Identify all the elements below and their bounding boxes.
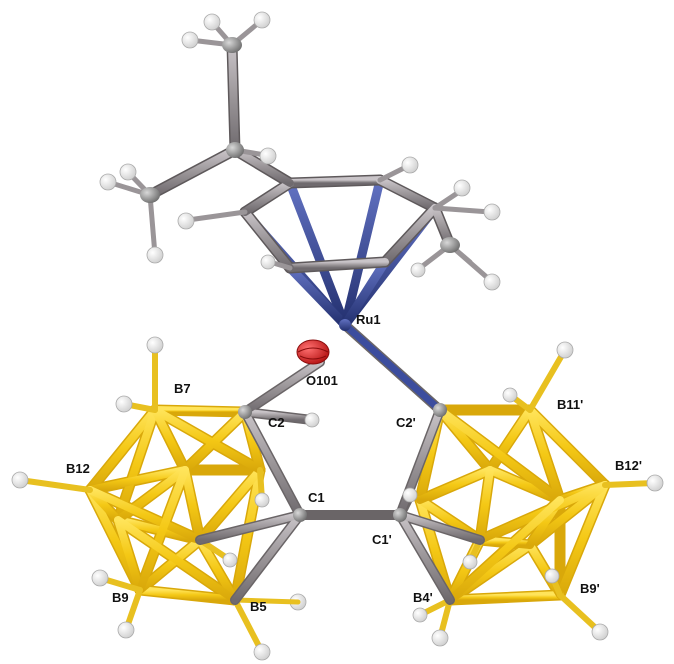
p-cymene-ligand [99, 11, 501, 291]
label-c1-prime: C1' [372, 532, 392, 547]
right-carborane-cage [412, 341, 664, 647]
label-c2: C2 [268, 415, 285, 430]
left-carborane-cage [11, 336, 307, 661]
label-b4-prime: B4' [413, 590, 433, 605]
label-b9: B9 [112, 590, 129, 605]
metal-center [296, 319, 351, 365]
oxygen-atom [296, 339, 330, 365]
atom-labels: Ru1 O101 C2 C2' C1 C1' B7 B12 B9 B5 B11'… [66, 312, 642, 614]
label-b7: B7 [174, 381, 191, 396]
label-c2-prime: C2' [396, 415, 416, 430]
label-b5: B5 [250, 599, 267, 614]
label-o101: O101 [306, 373, 338, 388]
label-ru1: Ru1 [356, 312, 381, 327]
ruthenium-atom [339, 319, 351, 331]
label-b12-prime: B12' [615, 458, 642, 473]
label-b12: B12 [66, 461, 90, 476]
label-c1: C1 [308, 490, 325, 505]
label-b9-prime: B9' [580, 581, 600, 596]
carbon-bridge [195, 320, 485, 605]
label-b11-prime: B11' [557, 397, 583, 412]
